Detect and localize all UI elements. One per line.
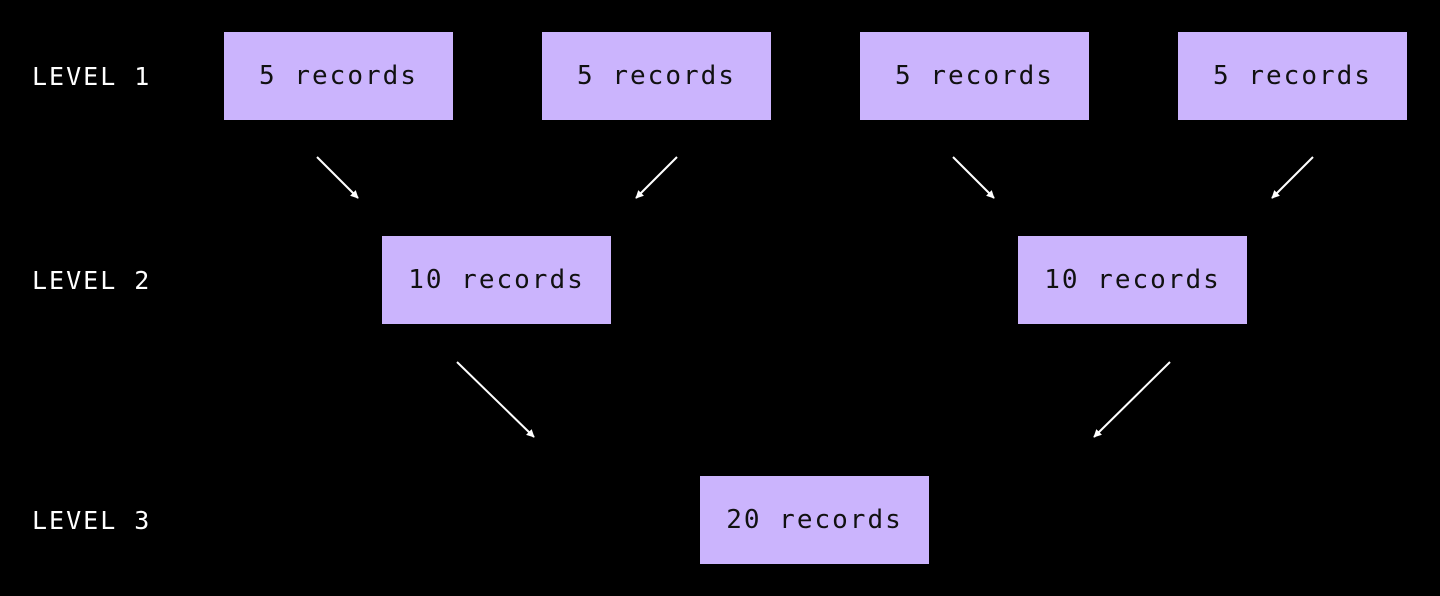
arrow-l1-box1-to-l2-box1 — [316, 156, 359, 199]
level-1-box-3: 5 records — [860, 32, 1089, 120]
arrow-l2-box1-to-l3-box1 — [456, 361, 535, 438]
level-2-box-1: 10 records — [382, 236, 611, 324]
arrow-l1-box4-to-l2-box2 — [1271, 156, 1314, 199]
level-3-label: LEVEL 3 — [32, 506, 152, 535]
arrow-l1-box3-to-l2-box2 — [952, 156, 995, 199]
arrow-l1-box2-to-l2-box1 — [635, 156, 678, 199]
level-2-box-2: 10 records — [1018, 236, 1247, 324]
level-3-box-1: 20 records — [700, 476, 929, 564]
level-1-box-4: 5 records — [1178, 32, 1407, 120]
level-1-box-1: 5 records — [224, 32, 453, 120]
level-2-label: LEVEL 2 — [32, 266, 152, 295]
level-1-box-2: 5 records — [542, 32, 771, 120]
level-1-label: LEVEL 1 — [32, 62, 152, 91]
arrow-l2-box2-to-l3-box1 — [1093, 361, 1171, 438]
